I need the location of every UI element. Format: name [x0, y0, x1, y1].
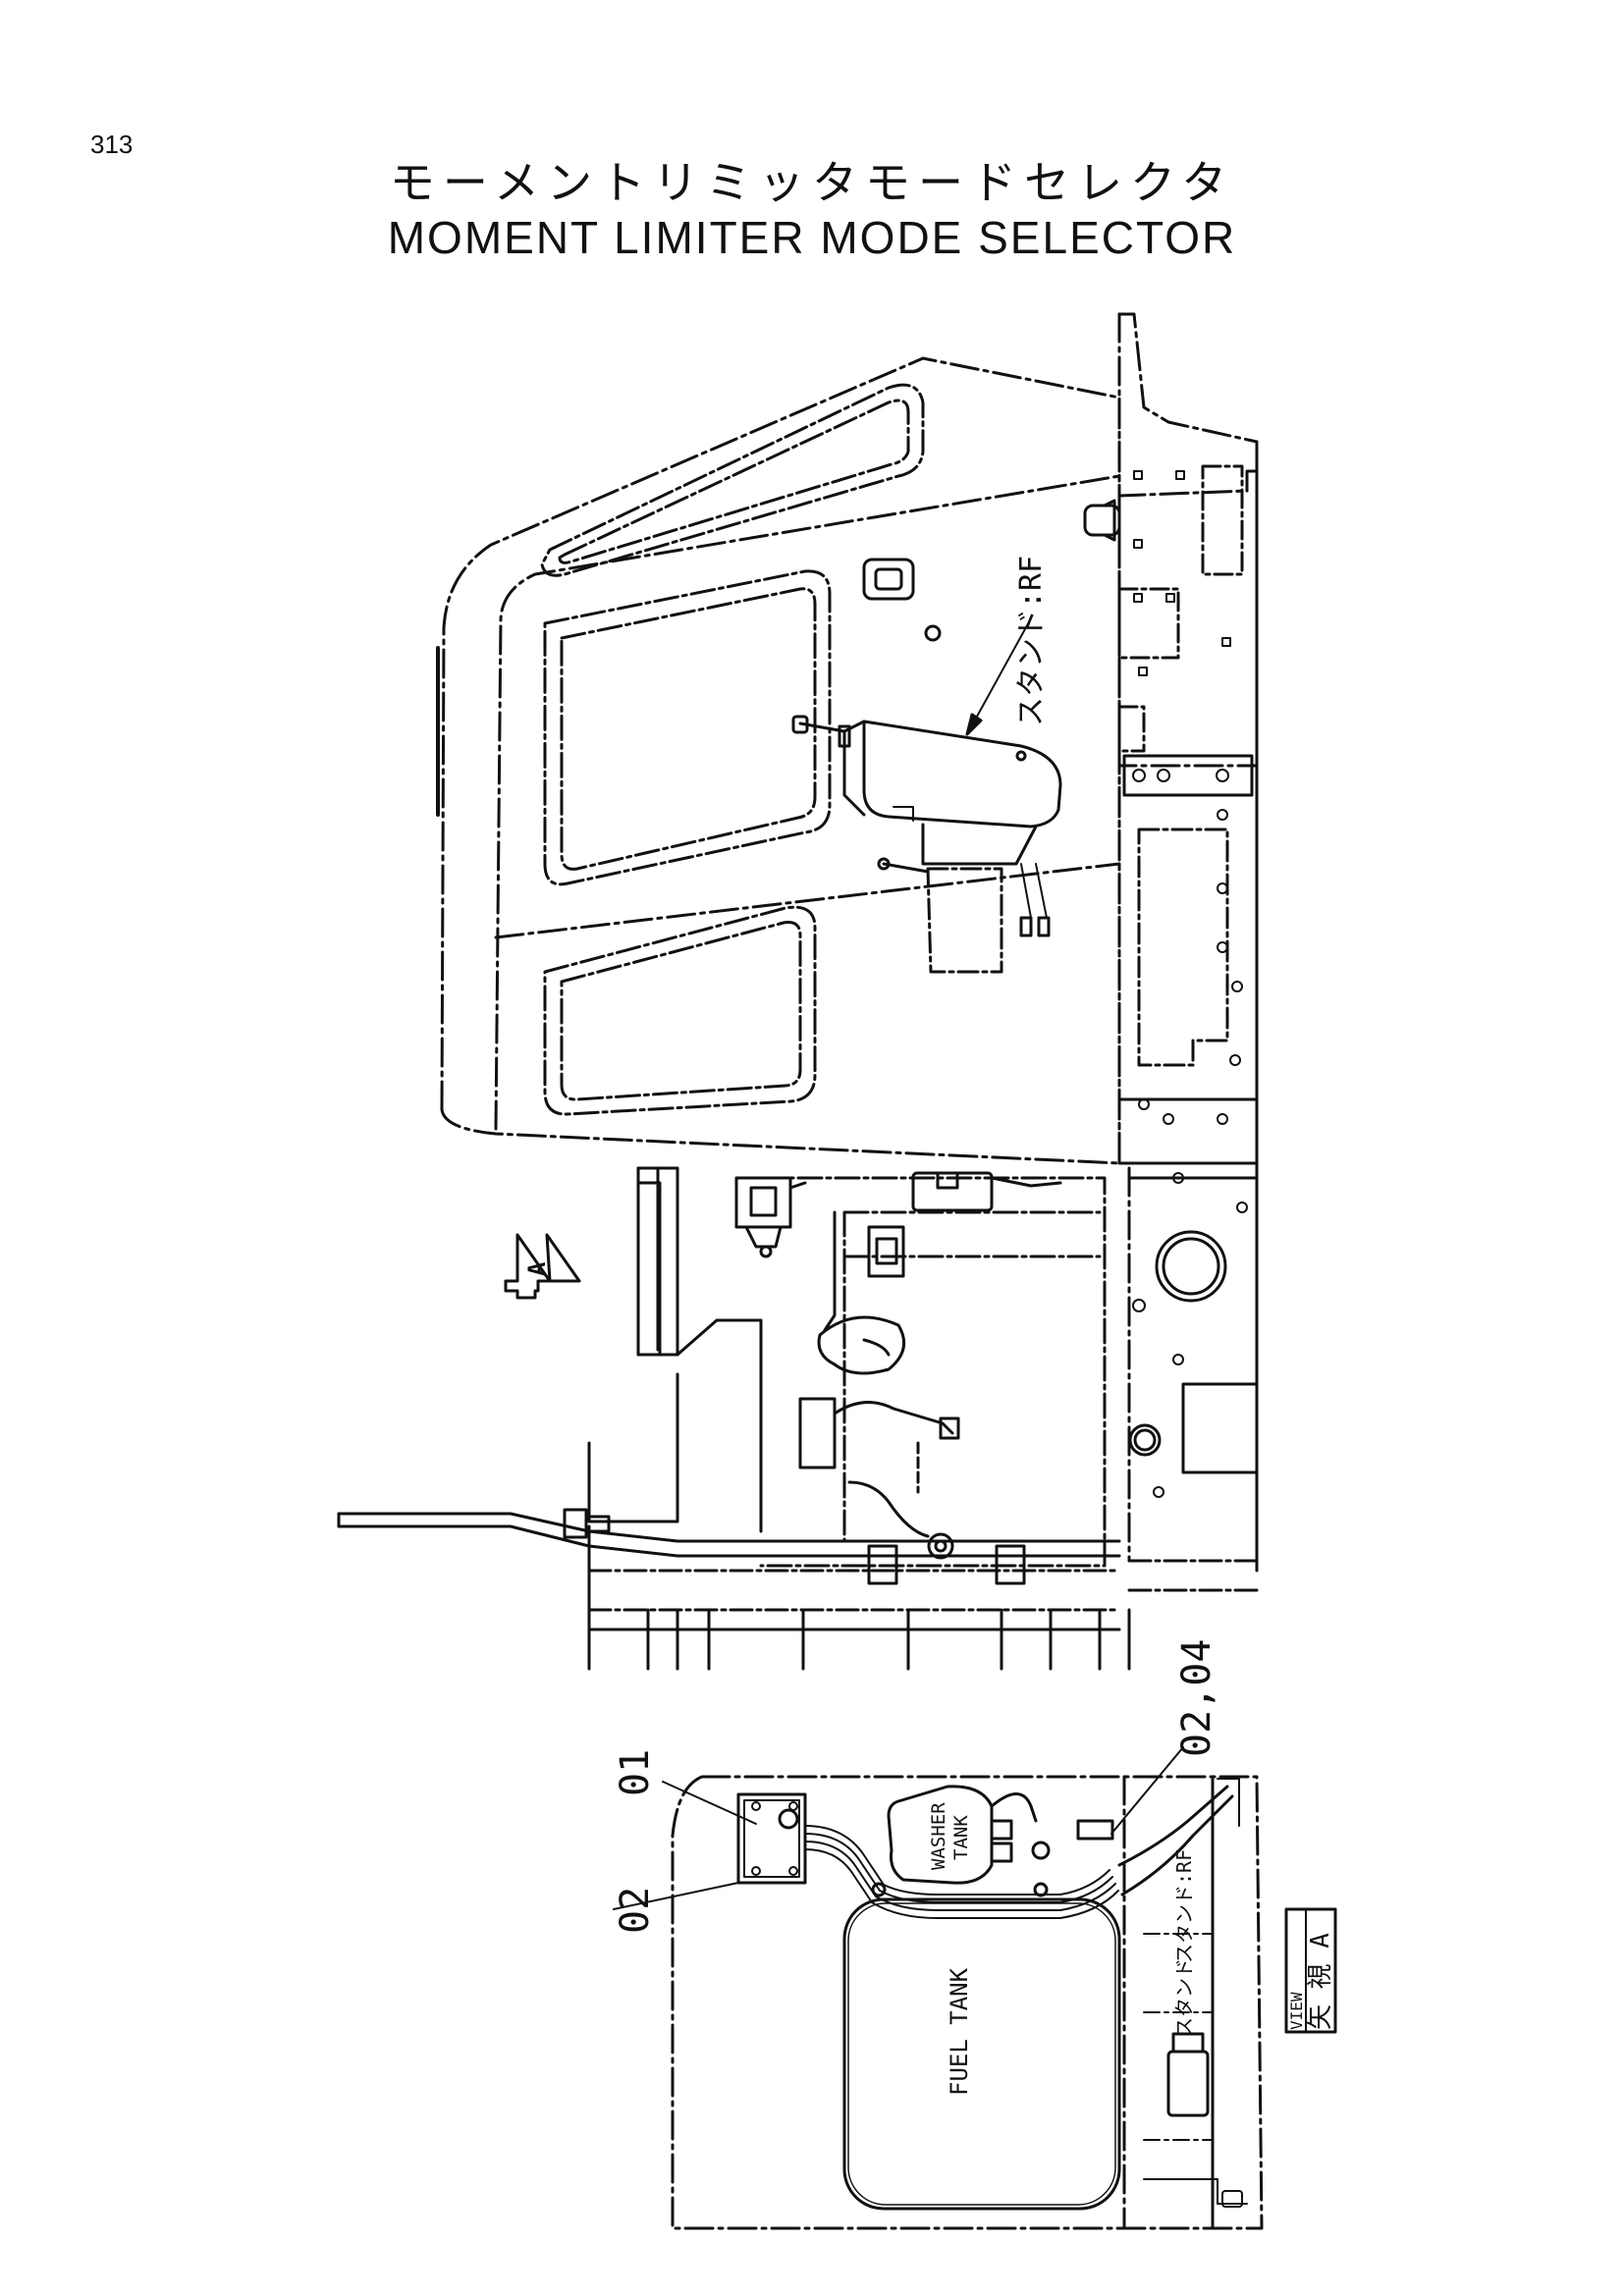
washer-tank-label-1: WASHER	[928, 1802, 949, 1870]
view-a-marker	[504, 1233, 581, 1300]
cab-lower-window	[543, 905, 817, 1116]
washer-tank-label-2: TANK	[950, 1815, 972, 1860]
cab-outline	[440, 356, 1121, 1165]
title-japanese: モーメントリミッタモードセレクタ	[389, 156, 1235, 209]
control-box	[877, 857, 1051, 974]
fuel-tank-label: FUEL TANK	[946, 1967, 973, 2096]
stand-rf-label: スタンド:RF	[1172, 1849, 1196, 1963]
lower-rails	[587, 1524, 1131, 1671]
hood-bracket	[734, 1176, 807, 1258]
frame-round-opening	[1155, 1230, 1227, 1303]
washer-tank	[887, 1785, 1051, 1885]
callout-arrow	[966, 617, 1032, 735]
cab-upper-window	[540, 383, 925, 577]
rear-frame-inner	[1117, 494, 1259, 768]
cab-upper-window-inner	[558, 399, 910, 564]
main-view	[337, 312, 1259, 1671]
frame-bolts	[1132, 470, 1248, 1498]
part-note-02-04: 02,04	[1174, 1639, 1219, 1757]
page-number: 313	[90, 130, 134, 159]
leader-02	[613, 1882, 739, 1910]
stand-lower	[1166, 2050, 1210, 2117]
view-caption-frame	[1284, 1907, 1337, 2034]
item-02-label: 02	[613, 1887, 658, 1934]
view-caption-en: VIEW	[1287, 1992, 1306, 2030]
fuel-tank	[842, 1897, 1121, 2211]
stand-label: スタンド	[1172, 1958, 1196, 2037]
rear-structure-upper	[1117, 312, 1259, 498]
lower-compartment	[587, 1166, 1107, 1568]
title-english: MOMENT LIMITER MODE SELECTOR	[387, 212, 1237, 263]
mode-selector-box	[736, 1792, 807, 1885]
cab-door-window-inner	[560, 587, 817, 871]
cab-lower-window-inner	[560, 921, 802, 1101]
control-lever	[791, 715, 1062, 866]
cab-door-window	[543, 569, 832, 886]
view-a-detail	[613, 1746, 1337, 2230]
cab-inner-line	[494, 474, 1121, 1131]
leader-01	[662, 1781, 757, 1825]
rear-structure-lower	[1127, 1176, 1259, 1474]
view-caption-jp: 矢 視 A	[1306, 1933, 1335, 2030]
view-marker-letter: A	[523, 1261, 551, 1276]
door-handle	[862, 558, 915, 601]
leader-02-04	[1110, 1746, 1184, 1835]
platform-outline	[671, 1775, 1264, 2230]
item-01-label: 01	[613, 1749, 658, 1796]
callout-stand-rf: スタンド:RF	[1014, 556, 1049, 726]
cab-inner-line-2	[494, 862, 1121, 939]
